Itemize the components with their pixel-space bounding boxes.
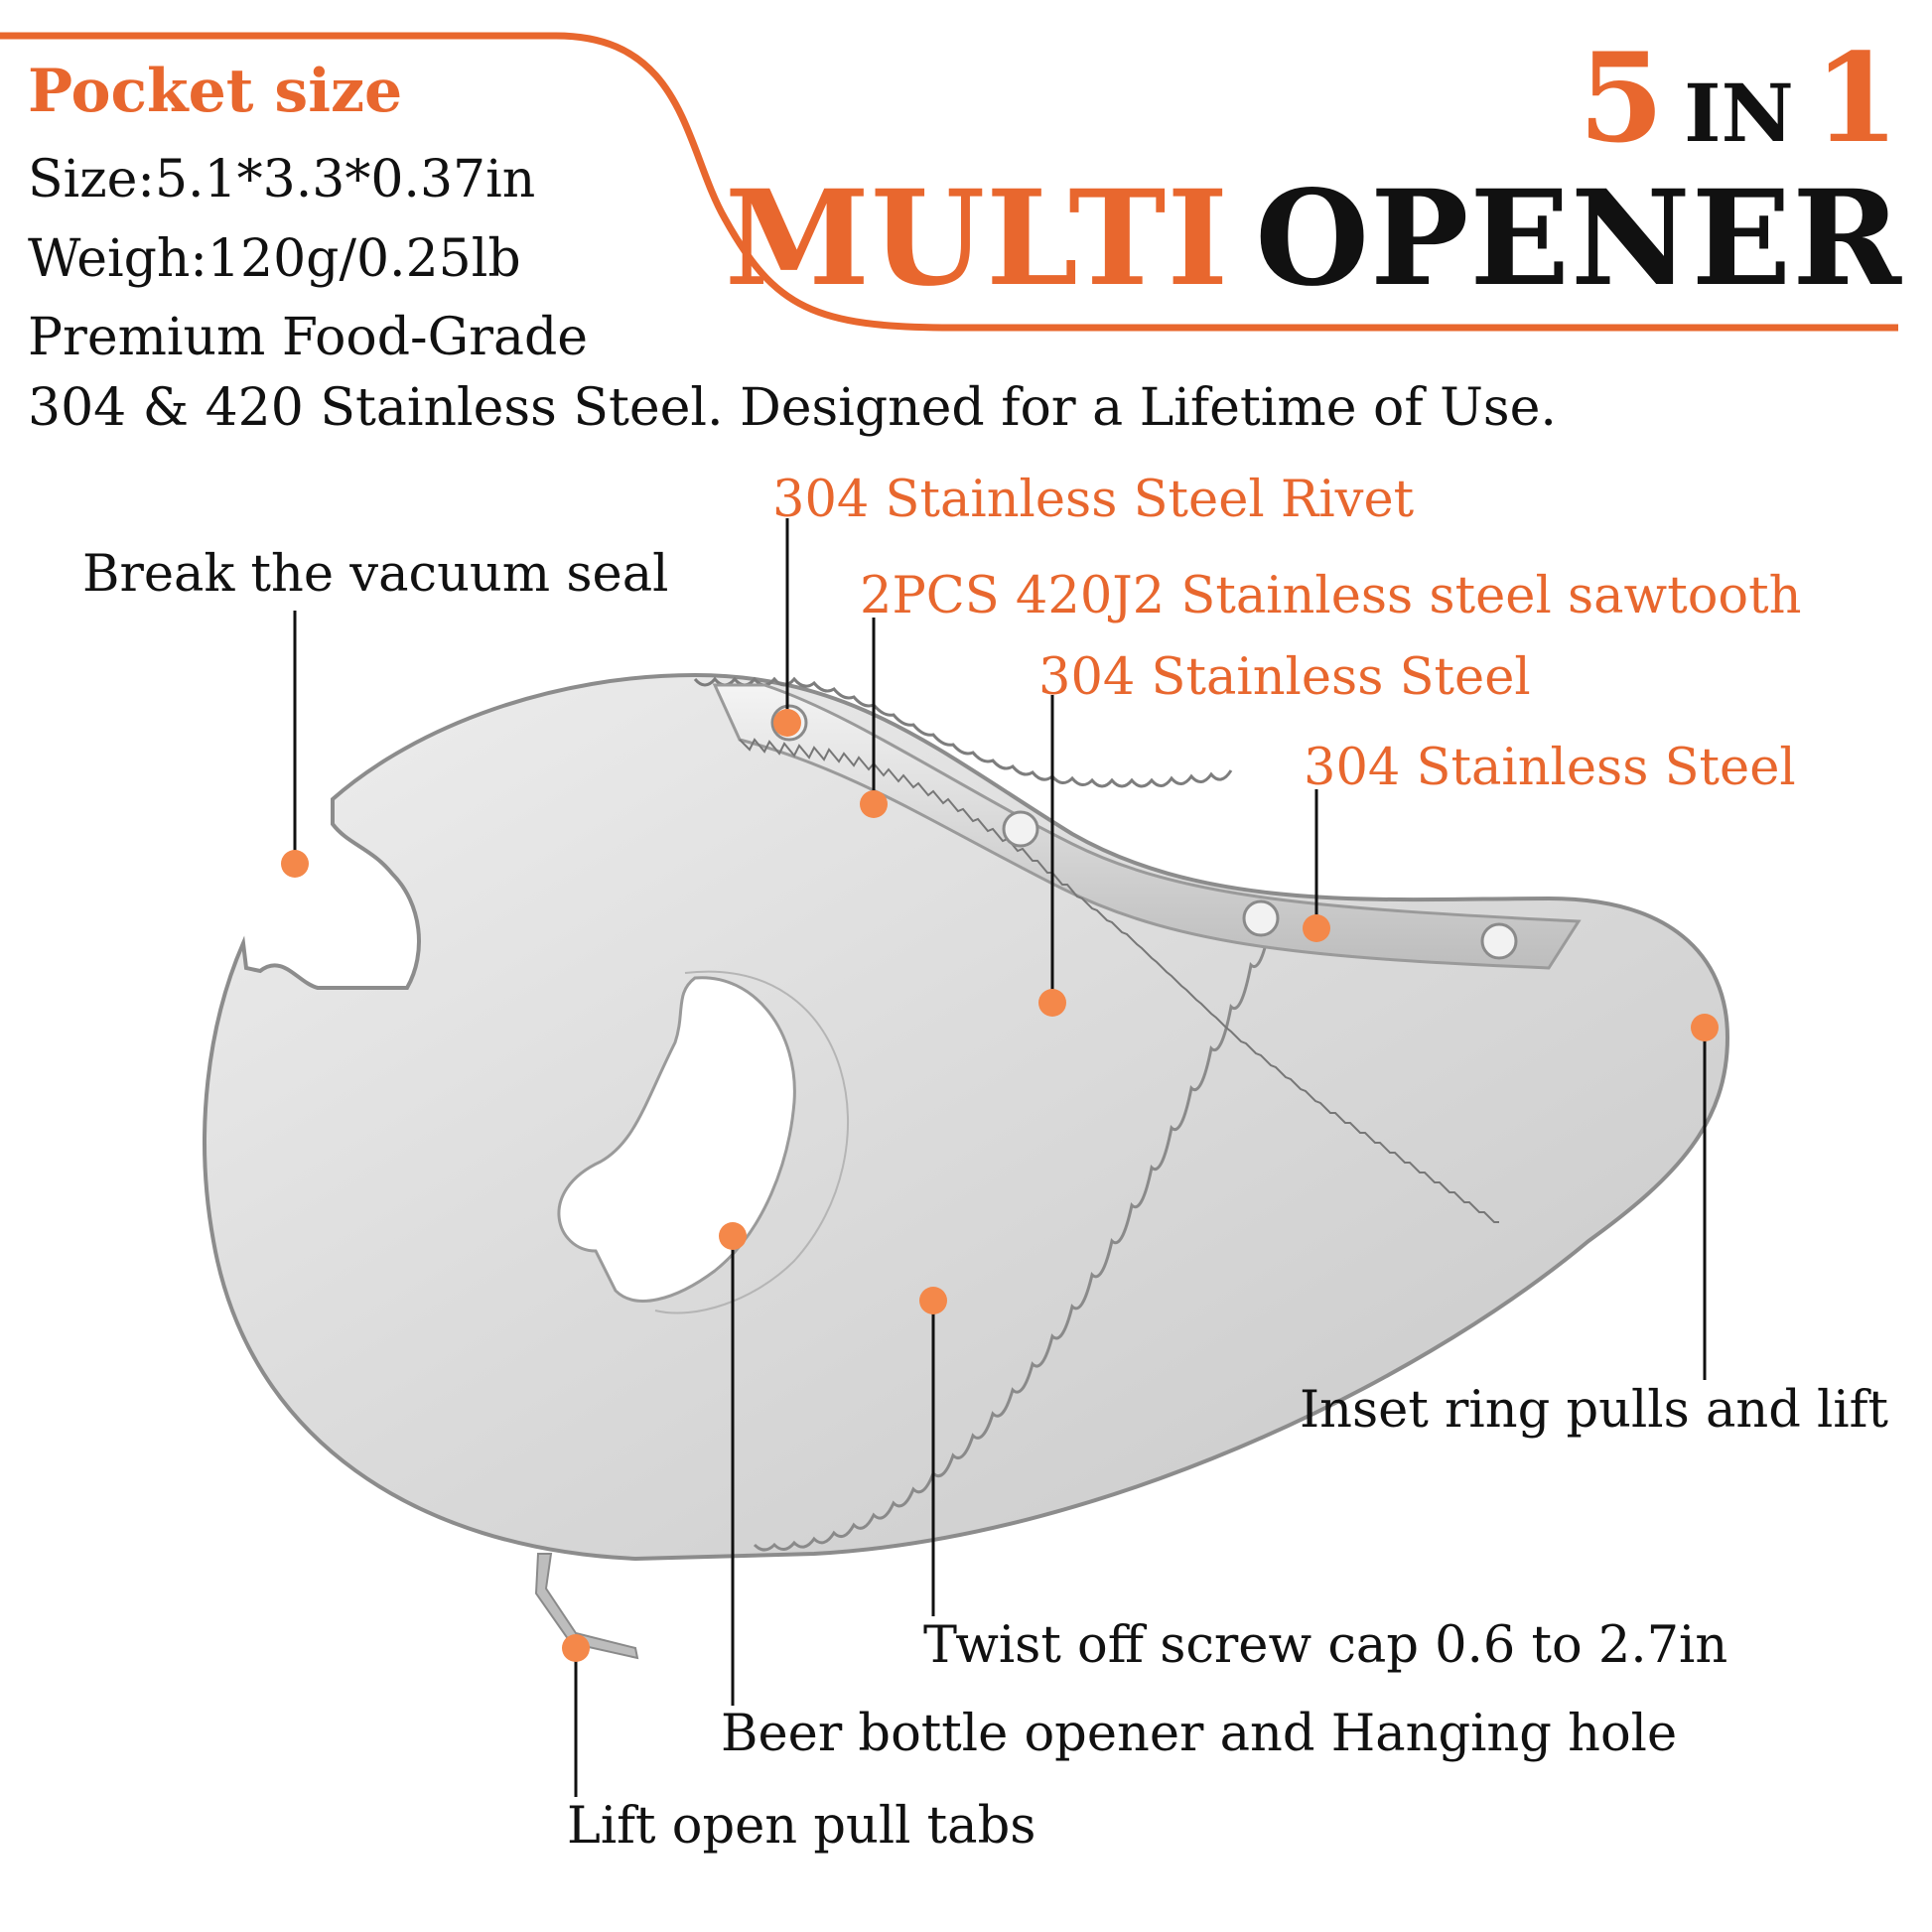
headline-in: IN bbox=[1684, 67, 1794, 160]
headline-multi: MULTI bbox=[724, 162, 1230, 316]
scalloped-bottom-edge bbox=[753, 920, 1273, 1552]
marker-dot bbox=[1038, 989, 1066, 1017]
weight-spec: Weigh:120g/0.25lb bbox=[28, 229, 521, 289]
marker-dot bbox=[919, 1287, 947, 1314]
callout-rivet: 304 Stainless Steel Rivet bbox=[772, 471, 1415, 529]
marker-dot bbox=[281, 850, 309, 878]
marker-dot bbox=[860, 790, 888, 818]
pull-tab-hook bbox=[534, 1553, 639, 1660]
callout-steel-2: 304 Stainless Steel bbox=[1304, 739, 1796, 797]
marker-dot bbox=[773, 709, 801, 737]
sawtooth-blade bbox=[712, 683, 1582, 1223]
callout-steel-1: 304 Stainless Steel bbox=[1038, 648, 1531, 707]
rivet bbox=[1242, 899, 1280, 937]
callout-beer-opener: Beer bottle opener and Hanging hole bbox=[721, 1705, 1678, 1763]
opener-body bbox=[203, 672, 1730, 1660]
size-spec: Size:5.1*3.3*0.37in bbox=[28, 150, 536, 209]
rivet bbox=[1480, 922, 1518, 960]
headline-one: 1 bbox=[1813, 27, 1899, 171]
headline-five: 5 bbox=[1578, 27, 1665, 171]
callout-sawtooth: 2PCS 420J2 Stainless steel sawtooth bbox=[860, 567, 1802, 625]
marker-dot bbox=[562, 1634, 590, 1662]
pocket-size-title: Pocket size bbox=[28, 57, 403, 126]
leader-lines bbox=[293, 518, 1707, 1797]
callout-twist-off: Twist off screw cap 0.6 to 2.7in bbox=[923, 1616, 1728, 1675]
header-curve bbox=[0, 32, 1898, 332]
callout-pull-tabs: Lift open pull tabs bbox=[567, 1797, 1036, 1856]
marker-dot bbox=[719, 1222, 747, 1250]
marker-dot bbox=[1303, 914, 1330, 942]
material-spec: Premium Food-Grade bbox=[28, 308, 589, 367]
marker-dot bbox=[1691, 1014, 1719, 1041]
bottle-opener-hole bbox=[557, 976, 796, 1303]
callout-vacuum-seal: Break the vacuum seal bbox=[82, 545, 669, 604]
rivet bbox=[1002, 810, 1039, 848]
headline-opener: OPENER bbox=[1255, 162, 1902, 316]
scalloped-edge bbox=[693, 676, 1233, 788]
callout-markers bbox=[281, 709, 1719, 1662]
callout-ring-pulls: Inset ring pulls and lift bbox=[1300, 1381, 1889, 1440]
material-description: 304 & 420 Stainless Steel. Designed for … bbox=[28, 378, 1557, 438]
